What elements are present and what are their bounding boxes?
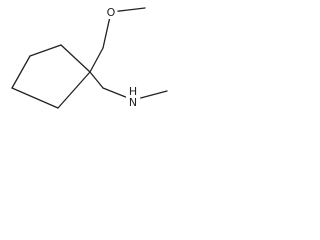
bond-ring-carbon-1-to-ring-carbon-2 (29, 44, 62, 57)
molecule-diagram: O H N (11, 5, 168, 109)
bond-ether-oxygen-to-methoxy-methyl (117, 7, 146, 12)
bond-ring-carbon-3-to-ring-carbon-4 (11, 87, 59, 109)
amine-hydrogen-label: H (129, 85, 137, 98)
ether-oxygen-label: O (107, 6, 116, 19)
amine-nitrogen-label: N (129, 96, 137, 109)
ether-oxygen-atom: O (105, 5, 117, 19)
bond-ring-carbon-2-to-ring-carbon-3 (11, 55, 31, 89)
bond-ring-quaternary-carbon-to-ring-carbon-1 (60, 44, 91, 73)
amine-nitrogen-atom: H N (126, 84, 140, 109)
bond-ring-quaternary-carbon-to-aminomethyl-ch2 (89, 71, 104, 89)
bond-ring-carbon-4-to-ring-quaternary-carbon (57, 71, 91, 109)
bond-amine-nitrogen-to-n-methyl (140, 90, 168, 99)
bond-ring-quaternary-carbon-to-methoxymethyl-ch2 (89, 47, 104, 73)
bonds-layer (11, 7, 168, 109)
atom-labels-layer: O H N (105, 5, 140, 109)
bond-aminomethyl-ch2-to-amine-nitrogen (102, 87, 127, 98)
bond-methoxymethyl-ch2-to-ether-oxygen (102, 18, 111, 49)
